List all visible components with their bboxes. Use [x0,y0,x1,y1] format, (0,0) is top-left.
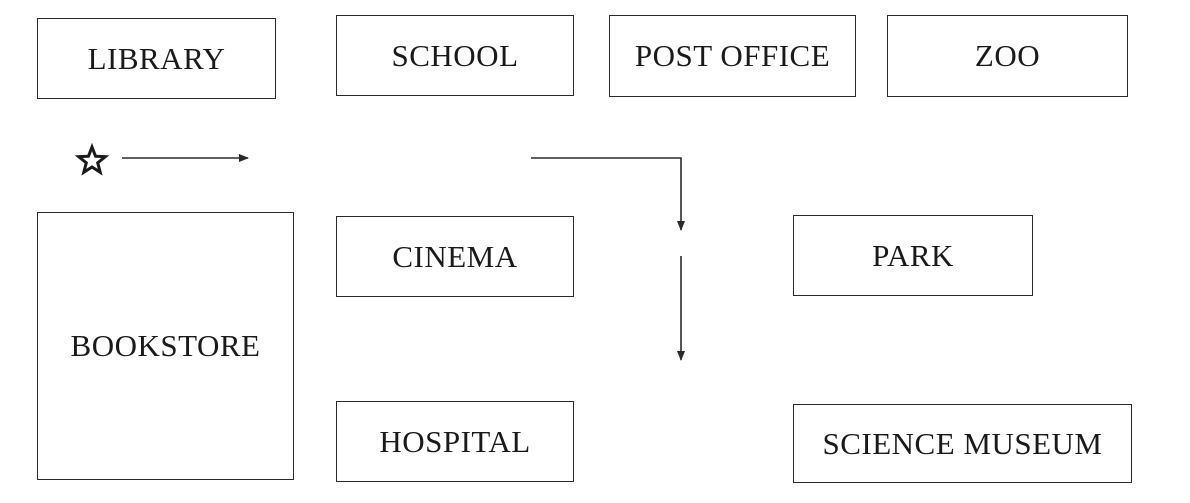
library-label: LIBRARY [87,40,226,76]
park-building: PARK [793,215,1033,296]
hospital-building: HOSPITAL [336,401,574,482]
school-building: SCHOOL [336,15,574,96]
post-office-building: POST OFFICE [609,15,856,97]
post-office-label: POST OFFICE [634,38,831,73]
route-arrow-turn-down [531,157,685,231]
hospital-label: HOSPITAL [379,423,531,459]
zoo-building: ZOO [887,15,1128,97]
cinema-label: CINEMA [392,238,518,274]
bookstore-building: BOOKSTORE [37,212,294,480]
zoo-label: ZOO [974,38,1041,73]
science-museum-label: SCIENCE MUSEUM [822,425,1103,461]
school-label: SCHOOL [391,37,519,73]
star-icon [74,142,110,176]
science-museum-building: SCIENCE MUSEUM [793,404,1132,483]
cinema-building: CINEMA [336,216,574,297]
library-building: LIBRARY [37,18,276,99]
bookstore-label: BOOKSTORE [70,328,261,363]
park-label: PARK [872,237,954,273]
